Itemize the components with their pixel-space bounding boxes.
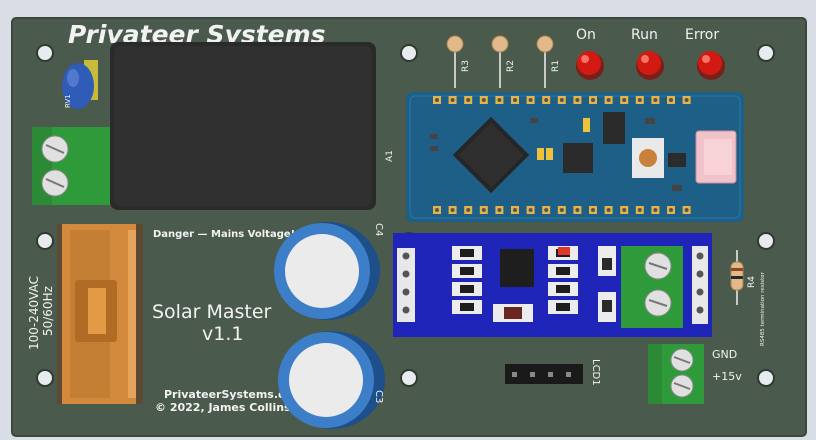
crystal — [603, 112, 625, 144]
capacitor-top — [285, 234, 359, 308]
lcd-connector — [505, 364, 583, 384]
led-dome — [698, 51, 722, 75]
regulator-chip — [563, 143, 593, 173]
fuse-holder — [57, 224, 143, 404]
label-15v: +15v — [712, 370, 742, 383]
reset-button — [639, 149, 657, 167]
led-label-error: Error — [685, 27, 719, 43]
header-pins-top — [433, 96, 691, 104]
led-on: On — [576, 27, 604, 80]
rs485-transceiver-chip — [500, 249, 534, 287]
mounting-hole — [36, 232, 54, 250]
input-rating-line2: 50/60Hz — [41, 286, 55, 336]
label-r1: R1 — [551, 60, 561, 72]
input-rating-line1: 100-240VAC — [27, 276, 41, 350]
rs485-pin-header — [397, 248, 415, 322]
mounting-hole — [757, 369, 775, 387]
resistor-r2: R2 — [491, 35, 516, 88]
label-r2: R2 — [506, 60, 516, 72]
copyright: © 2022, James Collins — [155, 401, 291, 414]
mounting-hole — [757, 44, 775, 62]
smd-led — [558, 247, 570, 255]
mounting-holes — [36, 44, 775, 387]
mounting-hole — [36, 369, 54, 387]
led-dome — [577, 51, 601, 75]
rs485-module — [393, 233, 712, 337]
label-r4: R4 — [747, 276, 757, 288]
product-version: v1.1 — [202, 323, 243, 345]
led-dome — [637, 51, 661, 75]
resistor-r1: R1 — [536, 35, 561, 88]
label-c4: C4 — [373, 223, 384, 236]
header-pins-bottom — [433, 206, 691, 214]
product-name: Solar Master — [152, 301, 272, 323]
capacitor-top — [289, 343, 363, 417]
led-error: Error — [685, 27, 725, 80]
power-supply-module — [110, 42, 376, 210]
mains-warning: Danger — Mains Voltage!! — [153, 229, 300, 240]
varistor-rv1: RV1 — [62, 60, 98, 109]
label-lcd1: LCD1 — [590, 359, 601, 386]
mounting-hole — [400, 44, 418, 62]
label-gnd: GND — [712, 348, 737, 361]
mounting-hole — [757, 232, 775, 250]
pcb-edge — [11, 17, 807, 437]
power-output-terminal: GND +15v — [648, 344, 742, 404]
mounting-hole — [400, 369, 418, 387]
label-r3: R3 — [461, 60, 471, 72]
label-c3: C3 — [373, 390, 384, 403]
label-a1: A1 — [385, 150, 395, 162]
capacitor-c3: C3 — [278, 331, 385, 429]
website: PrivateerSystems.com — [164, 388, 304, 401]
led-label-on: On — [576, 27, 596, 43]
mounting-hole — [36, 44, 54, 62]
mains-input-terminal — [32, 127, 110, 205]
arduino-micro-a1: A1 — [385, 92, 744, 222]
resistor-r3: R3 — [446, 35, 471, 88]
resistor-r4: R4 RS485 termination resistor — [730, 250, 766, 346]
led-run: Run — [631, 27, 664, 80]
label-rv1: RV1 — [64, 94, 72, 108]
capacitor-c4: C4 — [274, 222, 384, 320]
lcd-header-lcd1: LCD1 — [505, 359, 601, 386]
led-label-run: Run — [631, 27, 658, 43]
rs485-smd-components — [452, 246, 578, 314]
termination-note: RS485 termination resistor — [760, 271, 766, 346]
